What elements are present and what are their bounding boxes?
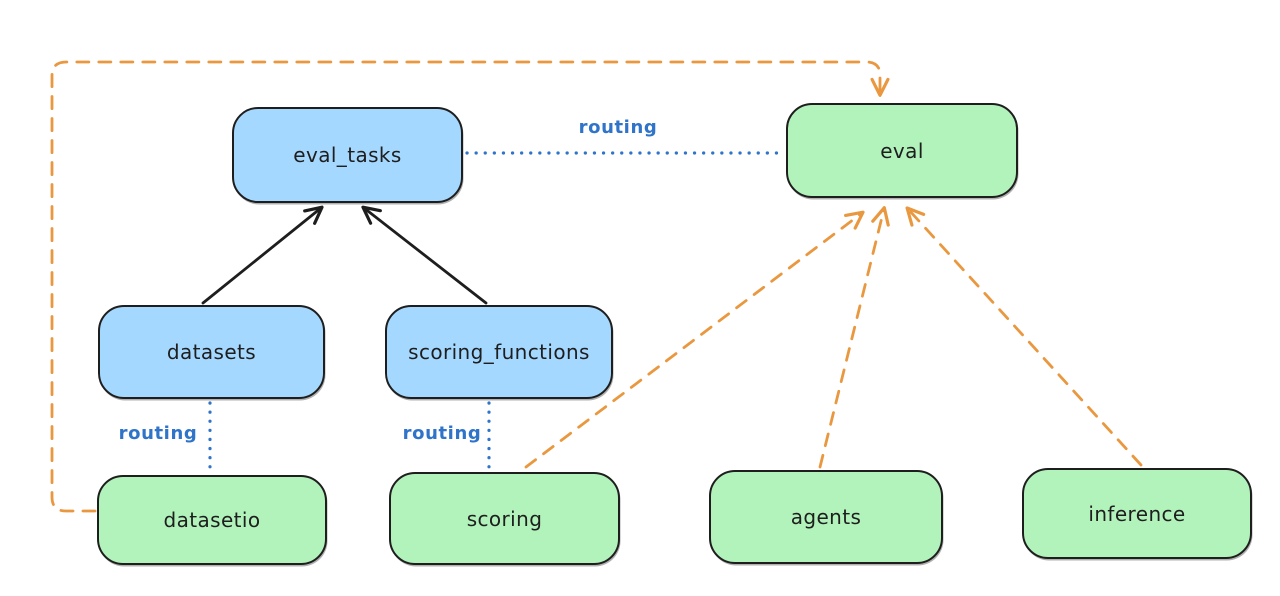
- edge-label-routing-left: routing: [118, 423, 198, 444]
- node-eval-tasks: eval_tasks: [232, 107, 463, 203]
- node-datasets: datasets: [98, 305, 325, 399]
- node-scoring-functions: scoring_functions: [385, 305, 613, 399]
- edge-agents-to-eval: [818, 206, 890, 469]
- node-scoring-label: scoring: [466, 506, 543, 531]
- node-agents-label: agents: [790, 505, 862, 529]
- edge-scoring-to-eval: [524, 210, 865, 469]
- node-inference-label: inference: [1088, 501, 1186, 526]
- edge-datasets-to-eval-tasks: [201, 205, 324, 305]
- edge-label-routing-mid: routing: [402, 423, 482, 444]
- edge-inference-to-eval: [905, 206, 1143, 467]
- node-scoring-functions-label: scoring_functions: [408, 340, 590, 364]
- node-eval-tasks-label: eval_tasks: [293, 143, 402, 167]
- node-datasetio-label: datasetio: [163, 508, 261, 532]
- node-eval-label: eval: [880, 138, 924, 163]
- node-eval: eval: [786, 103, 1018, 198]
- node-datasets-label: datasets: [166, 340, 257, 364]
- node-agents: agents: [709, 470, 943, 564]
- node-datasetio: datasetio: [97, 475, 327, 565]
- node-scoring: scoring: [389, 472, 620, 565]
- node-inference: inference: [1022, 468, 1252, 559]
- edge-scoring-functions-to-eval-tasks: [361, 205, 488, 305]
- edge-datasetio-to-eval: [50, 60, 890, 513]
- edge-label-routing-top: routing: [578, 117, 658, 138]
